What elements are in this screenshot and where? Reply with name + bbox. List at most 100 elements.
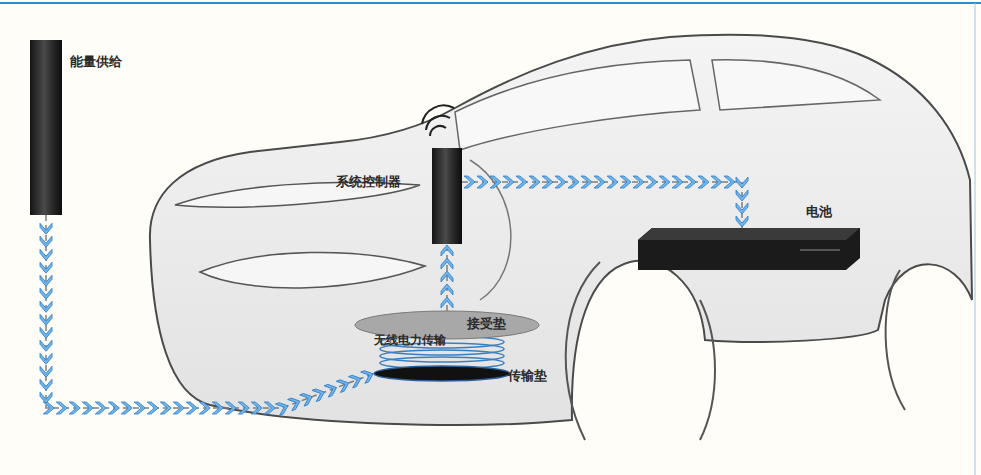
flow-chevron xyxy=(711,176,722,188)
flow-chevron xyxy=(40,353,52,364)
flow-chevron xyxy=(516,176,527,188)
flow-chevron xyxy=(199,402,210,414)
flow-chevron xyxy=(336,377,351,392)
coil-turn xyxy=(380,350,504,362)
front-wheel xyxy=(566,262,600,440)
wireless-signal xyxy=(430,126,446,136)
flow-chevron xyxy=(490,176,501,188)
device-pillar: 能量供给 xyxy=(30,40,62,215)
battery-top xyxy=(638,228,860,240)
side-window xyxy=(455,60,700,150)
flow-chevron xyxy=(160,402,171,414)
power-flow xyxy=(441,244,453,311)
flow-chevron xyxy=(69,402,80,414)
flow-chevron xyxy=(441,297,453,308)
flow-chevron xyxy=(672,176,683,188)
flow-chevron xyxy=(633,176,644,188)
flow-chevron xyxy=(95,402,106,414)
car-body xyxy=(150,35,972,425)
flow-chevron xyxy=(147,402,158,414)
node-label: 能量供给 xyxy=(70,54,122,70)
flow-chevron xyxy=(186,402,197,414)
flow-chevron xyxy=(40,288,52,299)
flow-chevron xyxy=(659,176,670,188)
side-rule xyxy=(975,3,976,475)
flow-chevron xyxy=(40,340,52,351)
air-intake xyxy=(200,252,425,288)
flow-chevron xyxy=(441,271,453,282)
annotation-label: 无线电力传输 xyxy=(374,333,446,348)
node-outline xyxy=(30,40,62,215)
flow-chevron xyxy=(40,366,52,377)
pillar-body xyxy=(30,40,62,215)
flow-chevron xyxy=(503,176,514,188)
flow-chevron xyxy=(736,203,748,214)
flow-chevron xyxy=(40,301,52,312)
flow-chevron xyxy=(736,190,748,201)
flow-chevron xyxy=(40,275,52,286)
flow-chevron xyxy=(529,176,540,188)
flow-chevron xyxy=(275,400,290,415)
flow-chevron xyxy=(264,402,275,414)
flow-chevron xyxy=(607,176,618,188)
flow-chevron xyxy=(568,176,579,188)
flow-chevron xyxy=(594,176,605,188)
flow-chevron xyxy=(40,314,52,325)
front-wheel xyxy=(700,300,715,440)
flow-chevron xyxy=(348,373,363,388)
node-label: 传输垫 xyxy=(508,368,547,384)
node-outline xyxy=(432,148,462,244)
flow-chevron xyxy=(620,176,631,188)
power-flow xyxy=(462,176,748,228)
flow-chevron xyxy=(40,236,52,247)
flow-chevron xyxy=(698,176,709,188)
pad-ellipse xyxy=(374,366,510,381)
flow-chevron xyxy=(173,402,184,414)
flow-chevron xyxy=(56,402,67,414)
flow-chevron xyxy=(212,402,223,414)
flow-chevron xyxy=(477,176,488,188)
wireless-signal xyxy=(422,105,454,124)
flow-chevron xyxy=(441,245,453,256)
flow-chevron xyxy=(312,386,327,401)
battery-box: 电池 xyxy=(638,228,860,270)
flow-chevron xyxy=(108,402,119,414)
flow-chevron xyxy=(685,176,696,188)
flow-chevron xyxy=(43,402,54,414)
flow-chevron xyxy=(238,402,249,414)
flow-chevron xyxy=(542,176,553,188)
battery-body xyxy=(638,228,860,270)
flow-chevron xyxy=(441,258,453,269)
node-label: 电池 xyxy=(806,204,832,220)
wireless-signal xyxy=(426,116,450,130)
flow-connector xyxy=(446,244,448,311)
node-label: 系统控制器 xyxy=(336,174,401,190)
flow-chevron xyxy=(300,391,315,406)
flow-connector xyxy=(46,215,374,408)
flow-connector xyxy=(462,182,742,228)
body-crease xyxy=(470,160,511,300)
flow-chevron xyxy=(40,262,52,273)
flow-chevron xyxy=(40,379,52,390)
flow-chevron xyxy=(324,382,339,397)
top-rule xyxy=(0,2,981,4)
flow-chevron xyxy=(724,176,735,188)
charging-pad: 传输垫 xyxy=(374,366,510,381)
flow-chevron xyxy=(40,327,52,338)
flow-chevron xyxy=(288,396,303,411)
rear-window xyxy=(712,60,880,110)
power-flow xyxy=(40,215,375,415)
flow-chevron xyxy=(251,402,262,414)
pillar-body xyxy=(432,148,462,244)
flow-chevron xyxy=(40,223,52,234)
flow-chevron xyxy=(581,176,592,188)
flow-chevron xyxy=(736,177,748,188)
flow-chevron xyxy=(82,402,93,414)
node-outline xyxy=(638,228,860,270)
device-pillar: 系统控制器 xyxy=(432,148,462,244)
flow-chevron xyxy=(40,249,52,260)
flow-chevron xyxy=(225,402,236,414)
